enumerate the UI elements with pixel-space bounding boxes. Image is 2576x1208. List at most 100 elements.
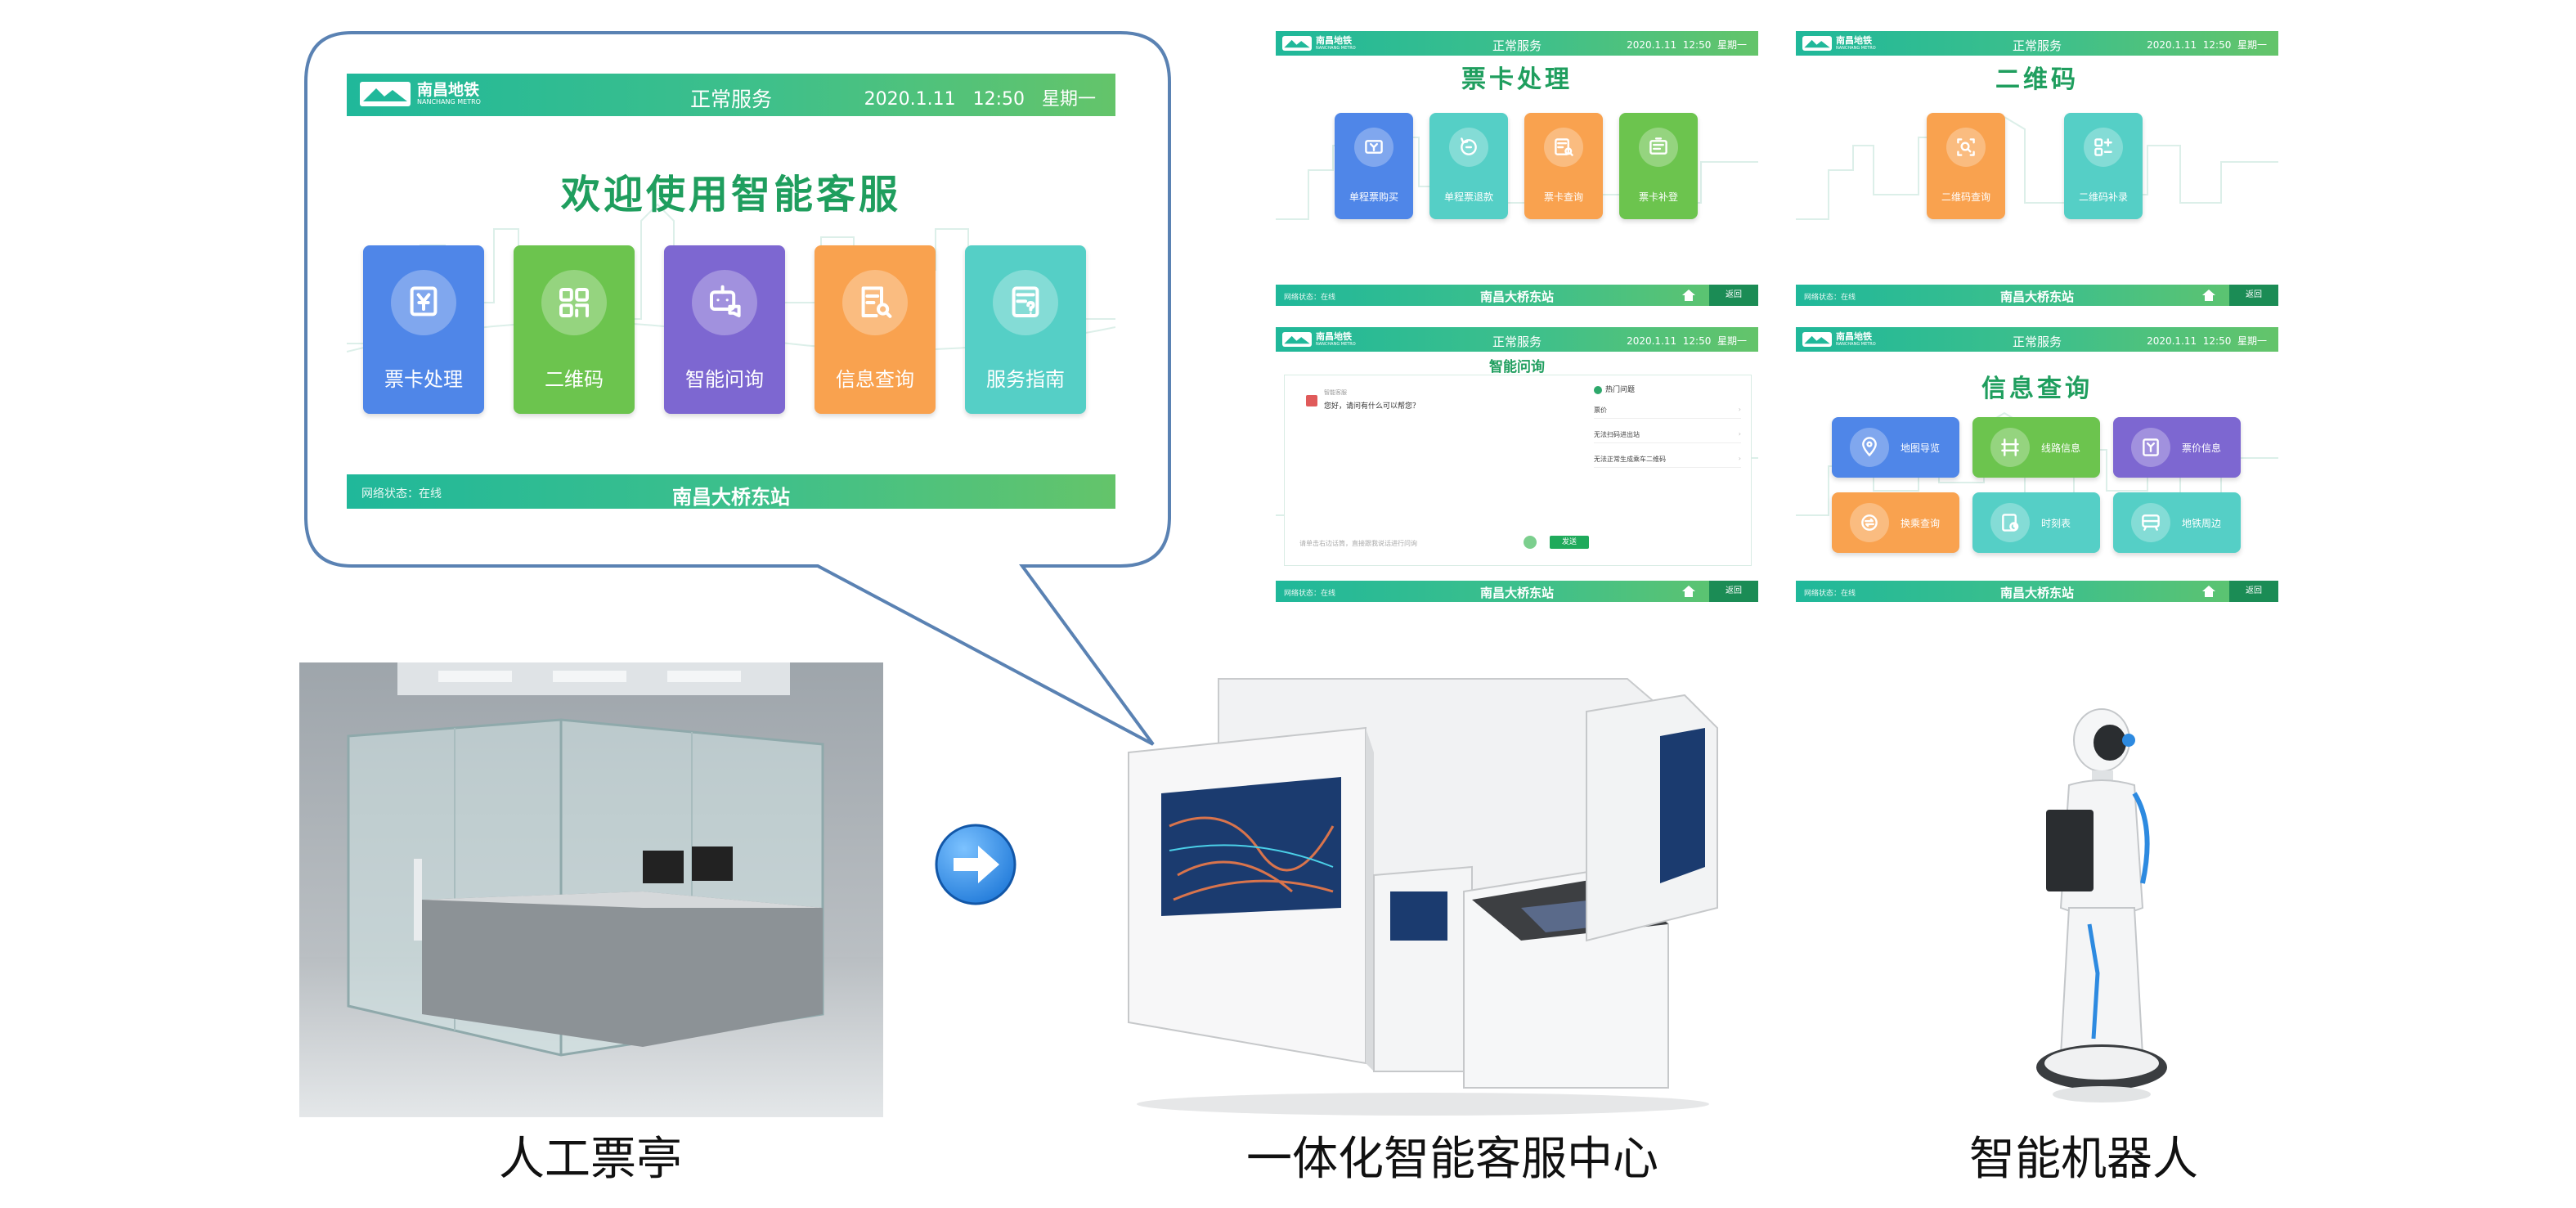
header-date: 2020.1.11 bbox=[864, 89, 956, 110]
home-icon[interactable] bbox=[2201, 289, 2216, 302]
main-kiosk-screen: 南昌地铁 NANCHANG METRO 正常服务 2020.1.11 12:50… bbox=[347, 74, 1115, 509]
metro-logo-icon bbox=[360, 82, 411, 106]
info-tile-4[interactable]: 换乘查询 bbox=[1832, 492, 1959, 553]
header-datetime: 2020.1.11 12:50 星期一 bbox=[2147, 39, 2267, 51]
main-tile-4[interactable]: 信息查询 bbox=[815, 245, 936, 414]
network-status: 网络状态：在线 bbox=[1804, 590, 1856, 598]
faq-item[interactable]: 票价› bbox=[1594, 406, 1741, 419]
back-button[interactable]: 返回 bbox=[1709, 285, 1758, 306]
tile-label: 服务指南 bbox=[986, 368, 1065, 391]
tile-label: 信息查询 bbox=[836, 368, 914, 391]
ticket-booth-photo bbox=[299, 662, 883, 1117]
screen-title: 票卡处理 bbox=[1461, 65, 1573, 94]
back-button[interactable]: 返回 bbox=[1709, 581, 1758, 602]
qr-tile-2[interactable]: 二维码补录 bbox=[2064, 113, 2143, 219]
header-datetime: 2020.1.11 12:50 星期一 bbox=[864, 84, 1096, 110]
ticket-tile-4[interactable]: 票卡补登 bbox=[1619, 113, 1698, 219]
home-icon[interactable] bbox=[2201, 585, 2216, 598]
info-tile-6[interactable]: 地铁周边 bbox=[2113, 492, 2241, 553]
route-icon bbox=[1990, 428, 2030, 467]
right-arrow-icon bbox=[935, 824, 1016, 905]
logo-subtext: NANCHANG METRO bbox=[1836, 46, 1876, 51]
bot-greeting: 您好，请问有什么可以帮您？ bbox=[1324, 402, 1420, 411]
station-name: 南昌大桥东站 bbox=[1479, 586, 1554, 600]
bot-name: 智能客服 bbox=[1324, 389, 1347, 396]
qr-add-icon bbox=[2084, 128, 2123, 167]
caption-ticket-booth: 人工票亭 bbox=[499, 1133, 682, 1186]
screen-footer: 网络状态：在线 南昌大桥东站 返回 bbox=[1796, 581, 2278, 602]
metro-logo-icon bbox=[1282, 36, 1312, 51]
header-datetime: 2020.1.11 12:50 星期一 bbox=[1627, 39, 1747, 51]
faq-item[interactable]: 无法正常生成乘车二维码› bbox=[1594, 455, 1741, 468]
main-tile-3[interactable]: 智能问询 bbox=[664, 245, 785, 414]
tile-label: 换乘查询 bbox=[1901, 518, 1941, 529]
ticket-tile-1[interactable]: 单程票购买 bbox=[1335, 113, 1413, 219]
tile-label: 票价信息 bbox=[2182, 442, 2222, 454]
main-tile-5[interactable]: 服务指南 bbox=[965, 245, 1086, 414]
faq-item[interactable]: 无法扫码进出站› bbox=[1594, 430, 1741, 443]
city-skyline-watermark bbox=[1796, 115, 2278, 220]
qr-search-icon bbox=[1946, 128, 1986, 167]
logo-text: 南昌地铁 bbox=[1836, 331, 1872, 342]
screen-header: 南昌地铁 NANCHANG METRO 正常服务 2020.1.11 12:50… bbox=[347, 74, 1115, 116]
ticket-tile-2[interactable]: 单程票退款 bbox=[1429, 113, 1508, 219]
screen-title: 欢迎使用智能客服 bbox=[560, 172, 901, 218]
metro-logo: 南昌地铁 NANCHANG METRO bbox=[360, 82, 481, 106]
back-button[interactable]: 返回 bbox=[2229, 581, 2278, 602]
info-tile-3[interactable]: 票价信息 bbox=[2113, 417, 2241, 478]
logo-subtext: NANCHANG METRO bbox=[1836, 342, 1876, 347]
faq-title: 热门问题 bbox=[1594, 384, 1741, 394]
refund-icon bbox=[1449, 128, 1488, 167]
tile-label: 地铁周边 bbox=[2182, 518, 2222, 529]
home-icon[interactable] bbox=[1681, 289, 1696, 302]
fare-icon bbox=[2131, 428, 2170, 467]
info-tile-5[interactable]: 时刻表 bbox=[1972, 492, 2100, 553]
ticket-tile-3[interactable]: 票卡查询 bbox=[1524, 113, 1603, 219]
screen-title: 二维码 bbox=[1995, 65, 2079, 94]
home-icon[interactable] bbox=[1681, 585, 1696, 598]
info-tile-2[interactable]: 线路信息 bbox=[1972, 417, 2100, 478]
metro-nearby-icon bbox=[2131, 503, 2170, 542]
logo-subtext: NANCHANG METRO bbox=[1316, 46, 1356, 51]
caption-smart-robot: 智能机器人 bbox=[1969, 1133, 2198, 1186]
service-center-machine bbox=[1128, 678, 1718, 1116]
tile-label: 票卡处理 bbox=[384, 368, 463, 391]
card-register-icon bbox=[1639, 128, 1678, 167]
network-status: 网络状态：在线 bbox=[1284, 294, 1336, 302]
logo-text: 南昌地铁 bbox=[417, 81, 480, 99]
ticket-yen-icon bbox=[391, 270, 456, 335]
back-button[interactable]: 返回 bbox=[2229, 285, 2278, 306]
qr-tile-1[interactable]: 二维码查询 bbox=[1927, 113, 2005, 219]
logo-subtext: NANCHANG METRO bbox=[1316, 342, 1356, 347]
tile-label: 地图导览 bbox=[1901, 442, 1941, 454]
service-status: 正常服务 bbox=[1492, 38, 1542, 53]
tile-label: 时刻表 bbox=[2041, 518, 2071, 529]
screen-footer: 网络状态：在线 南昌大桥东站 返回 bbox=[1796, 285, 2278, 306]
robot-chat-icon bbox=[692, 270, 757, 335]
chat-input[interactable]: 请单击右边话筒，直接跟我说话进行问询 bbox=[1299, 540, 1417, 547]
network-status: 网络状态：在线 bbox=[361, 487, 442, 501]
info-tile-1[interactable]: 地图导览 bbox=[1832, 417, 1959, 478]
station-name: 南昌大桥东站 bbox=[1479, 290, 1554, 304]
screen-footer: 网络状态：在线 南昌大桥东站 返回 bbox=[1276, 285, 1758, 306]
microphone-icon[interactable] bbox=[1524, 536, 1537, 549]
metro-logo-icon bbox=[1802, 36, 1832, 51]
network-status: 网络状态：在线 bbox=[1804, 294, 1856, 302]
send-button[interactable]: 发送 bbox=[1550, 536, 1589, 549]
tile-label: 二维码补录 bbox=[2078, 191, 2128, 203]
ticket-buy-icon bbox=[1354, 128, 1393, 167]
station-name: 南昌大桥东站 bbox=[1999, 586, 2074, 600]
logo-text: 南昌地铁 bbox=[1316, 35, 1352, 46]
network-status: 网络状态：在线 bbox=[1284, 590, 1336, 598]
screen-footer: 网络状态：在线 南昌大桥东站 返回 bbox=[1276, 581, 1758, 602]
logo-subtext: NANCHANG METRO bbox=[417, 98, 481, 106]
main-tile-2[interactable]: 二维码 bbox=[514, 245, 635, 414]
header-datetime: 2020.1.11 12:50 星期一 bbox=[1627, 335, 1747, 347]
main-tile-1[interactable]: 票卡处理 bbox=[363, 245, 484, 414]
